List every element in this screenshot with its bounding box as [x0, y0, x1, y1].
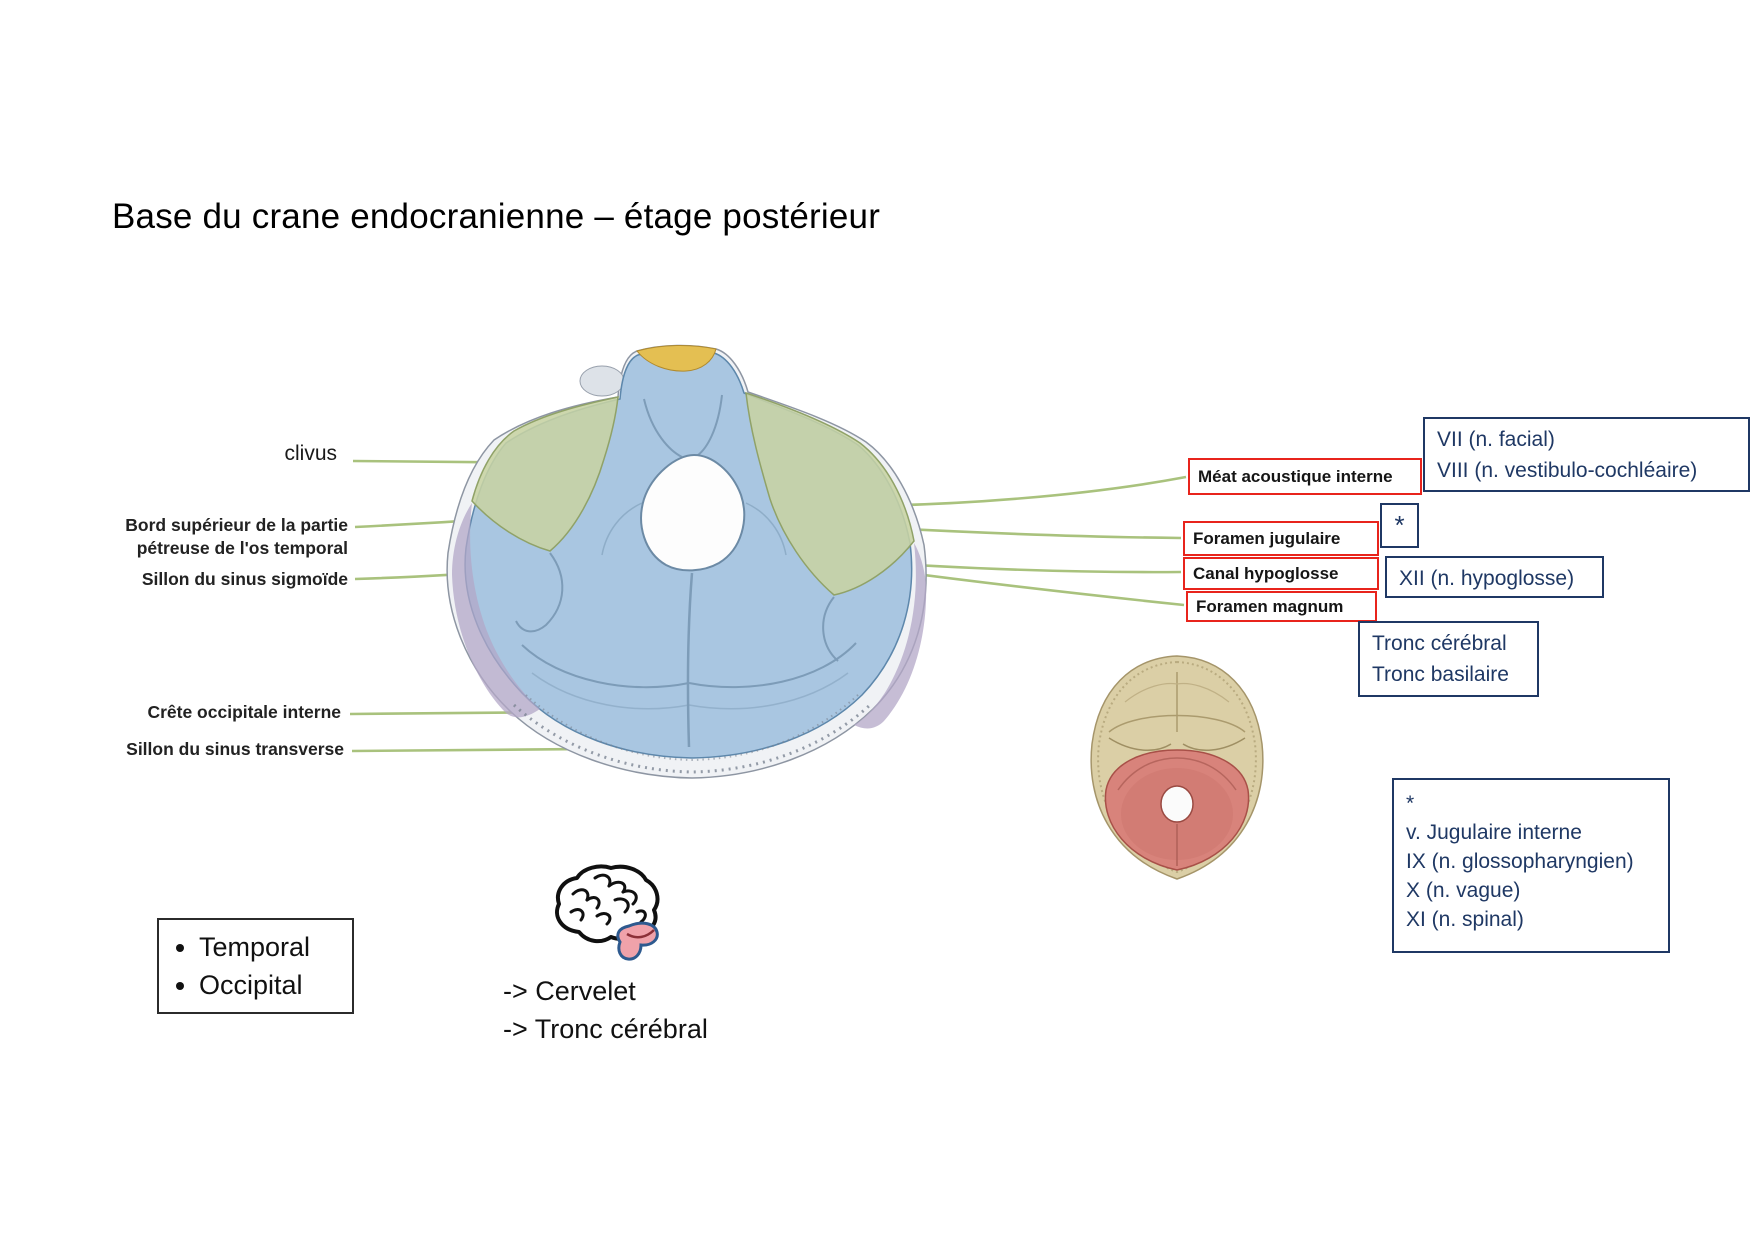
dorsum-sellae-bump [579, 365, 625, 397]
rim-stipple-outer [512, 703, 872, 774]
brain-gyri-squiggles [569, 873, 647, 926]
petrous-part-left [471, 396, 619, 552]
label-clivus: clivus [284, 442, 337, 465]
cerebellum-brainstem-highlight [616, 921, 659, 961]
box-meat-acoustique: Méat acoustique interne [1188, 458, 1422, 495]
inset-frontal-ridge-right [1176, 682, 1230, 703]
box-foramen-magnum: Foramen magnum [1186, 591, 1377, 622]
inset-sphenoid-wing-left [1108, 737, 1172, 751]
inset-petrous-ridge-left [1117, 757, 1178, 791]
note-cervelet: -> Cervelet [503, 976, 636, 1006]
box-canal-hypoglosse: Canal hypoglosse [1183, 557, 1379, 590]
dorsum-sellae-yellow [636, 344, 717, 372]
inset-sphenoid-wing-right [1182, 737, 1246, 751]
clivus-ridge-right [697, 394, 723, 456]
sigmoid-sinus-groove-right [822, 596, 839, 662]
brain-icon [555, 864, 660, 961]
box-nerves-facial: VII (n. facial) VIII (n. vestibulo-cochl… [1423, 417, 1750, 492]
box-tronc: Tronc cérébral Tronc basilaire [1358, 621, 1539, 697]
cerebellum-fold-line [626, 929, 655, 939]
label-sillon-transverse: Sillon du sinus transverse [126, 739, 344, 759]
tronc-line1: Tronc cérébral [1372, 632, 1507, 655]
sigmoid-sinus-groove-left [515, 552, 564, 633]
tronc-line2: Tronc basilaire [1372, 663, 1509, 686]
bones-list: Temporal Occipital [159, 928, 352, 1004]
skull-base-illustration [446, 344, 927, 779]
rim-stipple-inner [525, 692, 861, 762]
bones-item-occipital: Occipital [199, 966, 352, 1004]
jugular-contents-line5: XI (n. spinal) [1406, 908, 1524, 931]
note-tronc-cerebral: -> Tronc cérébral [503, 1014, 708, 1044]
inset-rim-stipple [1097, 660, 1257, 874]
lateral-edge-left [452, 503, 540, 718]
clivus-ridge-left [643, 398, 683, 458]
box-foramen-jugulaire: Foramen jugulaire [1183, 521, 1379, 556]
label-crete-occipitale: Crête occipitale interne [147, 702, 341, 722]
contents-notes: -> Cervelet -> Tronc cérébral [452, 972, 708, 1048]
jugular-contents-line3: IX (n. glossopharyngien) [1406, 850, 1634, 873]
lateral-edge-right [854, 543, 927, 729]
bones-box: Temporal Occipital [157, 918, 354, 1014]
inset-frontal-ridge-left [1124, 682, 1178, 703]
box-jugular-contents: * v. Jugulaire interne IX (n. glossophar… [1392, 778, 1670, 953]
page-title: Base du crane endocranienne – étage post… [112, 197, 881, 236]
box-asterisk: * [1380, 503, 1419, 548]
hole-flank-left [601, 502, 643, 556]
label-bord-superieur-line1: Bord supérieur de la partie [125, 515, 348, 535]
label-bord-superieur: Bord supérieur de la partie pétreuse de … [60, 514, 348, 560]
jugular-contents-line1: * [1406, 792, 1415, 815]
inset-petrous-ridge-right [1176, 757, 1237, 791]
jugular-contents-line4: X (n. vague) [1406, 879, 1521, 902]
nerve-facial-line2: VIII (n. vestibulo-cochléaire) [1437, 459, 1698, 482]
hole-flank-right [745, 502, 787, 556]
label-bord-superieur-line2: pétreuse de l'os temporal [136, 538, 348, 558]
transverse-sinus-groove-right [688, 642, 857, 689]
inset-foramen-magnum-hole [1160, 785, 1194, 823]
inset-skull-illustration [1090, 655, 1264, 880]
foramen-magnum-hole [640, 453, 746, 572]
transverse-sinus-groove-left [521, 644, 690, 689]
box-nerve-hypoglosse: XII (n. hypoglosse) [1385, 556, 1604, 598]
occipital-crest-groove [686, 572, 694, 748]
fossa-shading-left [531, 672, 690, 710]
fossa-shading-right [688, 672, 849, 710]
petrous-part-right [745, 391, 915, 596]
jugular-contents-line2: v. Jugulaire interne [1406, 821, 1582, 844]
bones-item-temporal: Temporal [199, 928, 352, 966]
label-sillon-sigmoide: Sillon du sinus sigmoïde [141, 569, 348, 589]
nerve-facial-line1: VII (n. facial) [1437, 428, 1555, 451]
